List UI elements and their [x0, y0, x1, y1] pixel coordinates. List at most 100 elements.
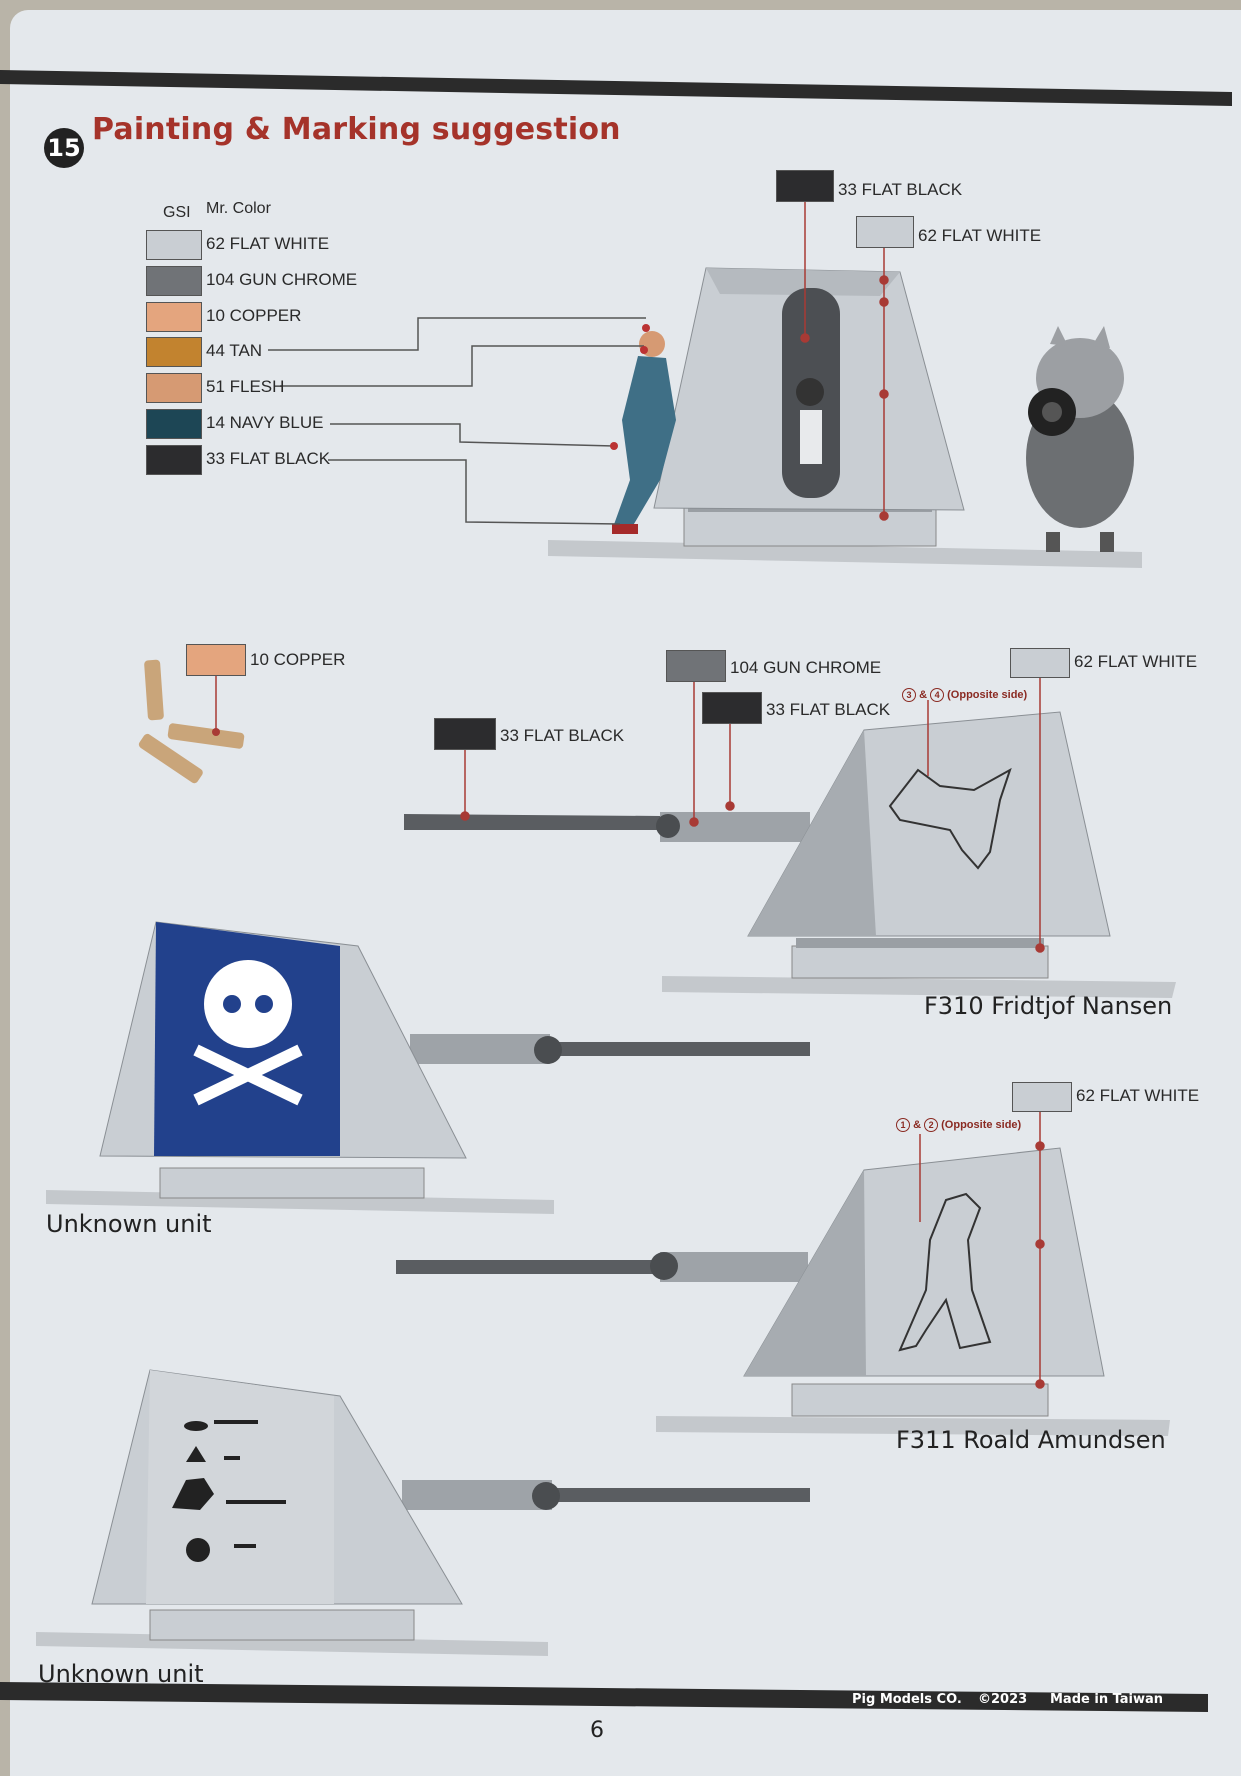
breech-wheel [796, 378, 824, 406]
unknown2-barrel [540, 1488, 810, 1502]
skull-eye-right [255, 995, 273, 1013]
nansen-base-plate [662, 976, 1176, 998]
fox-emblem [888, 767, 1012, 870]
swatch-nansen-flat-white [1010, 648, 1070, 678]
page-title: Painting & Marking suggestion [92, 112, 621, 147]
amundsen-decal-note: 1 & 2 (Opposite side) [896, 1118, 1021, 1132]
copper-callout-dot [212, 728, 220, 736]
unknown2-base-ring [149, 1609, 415, 1641]
legend-header-gsi: GSI [163, 204, 191, 221]
shell-casing-2 [167, 723, 245, 749]
callout-barrel-flat-black: 33 FLAT BLACK [500, 726, 625, 745]
unknown1-base-ring [159, 1167, 425, 1199]
caption-unknown-1: Unknown unit [46, 1210, 212, 1238]
amundsen-gun-mount [396, 1112, 1170, 1436]
decal-number-1: 1 [896, 1118, 910, 1132]
shell-casing-1 [144, 659, 164, 721]
legend-swatch [146, 230, 202, 260]
swatch-gun-chrome [666, 650, 726, 682]
sailor-shoes [612, 524, 638, 534]
callout-top-flat-black: 33 FLAT BLACK [838, 180, 963, 199]
decal-number-4: 4 [930, 688, 945, 702]
caption-unknown-2: Unknown unit [38, 1660, 204, 1688]
unknown2-muzzle-ring [532, 1482, 560, 1510]
sailor-body [612, 356, 676, 534]
mascot-leg-left [1046, 532, 1060, 552]
legend-header-mrcolor: Mr. Color [206, 200, 271, 217]
kill-marks [172, 1420, 286, 1562]
bear-emblem [898, 1192, 992, 1352]
unknown2-marking-panel [146, 1370, 334, 1604]
legend-leader-lines [268, 317, 646, 525]
swatch-top-flat-black [776, 170, 834, 202]
amundsen-callout-lines [919, 1112, 1045, 1389]
decal-number-3: 3 [902, 688, 916, 702]
swatch-amundsen-flat-white [1012, 1082, 1072, 1112]
decal-amp: & [913, 1119, 922, 1131]
nansen-base-ring [791, 945, 1049, 979]
legend-label: 14 NAVY BLUE [206, 413, 324, 432]
callout-shell-copper: 10 COPPER [250, 650, 346, 669]
decal-number-2: 2 [924, 1118, 939, 1132]
nansen-callout-lines [460, 678, 1045, 953]
mascot-leg-right [1100, 532, 1114, 552]
amundsen-muzzle-ring [650, 1252, 678, 1280]
legend-leader-dots [610, 324, 650, 450]
nansen-gun-mount [404, 678, 1176, 998]
gas-mask-filter-core [1042, 402, 1062, 422]
legend-swatch [146, 301, 202, 332]
top-callout-lines [800, 198, 889, 521]
swatch-mount-flat-black [702, 692, 762, 724]
nansen-barrel [404, 814, 660, 830]
nansen-muzzle-ring [656, 814, 680, 838]
pig-mascot [1026, 326, 1134, 552]
legend-label: 33 FLAT BLACK [206, 448, 331, 468]
unknown-unit-1-mount [46, 921, 810, 1214]
legend-swatch [146, 337, 202, 368]
legend-label: 51 FLESH [206, 377, 285, 397]
legend-swatch [146, 373, 202, 404]
legend-swatch [146, 265, 202, 296]
nansen-decal-note: 3 & 4 (Opposite side) [902, 688, 1027, 702]
decal-side-note: (Opposite side) [941, 1119, 1022, 1131]
nansen-ring-gear [796, 938, 1044, 948]
skull-emblem [204, 960, 292, 1048]
shark-fin-silhouette [186, 1446, 206, 1462]
base-plate [548, 540, 1142, 568]
legend-swatch [146, 444, 202, 475]
legend-label: 10 COPPER [206, 305, 302, 325]
turret-rear-view [548, 267, 1142, 568]
octopus-silhouette [186, 1538, 210, 1562]
footer-copyright: ©2023 [978, 1692, 1028, 1707]
base-ring [683, 505, 937, 547]
unknown1-barrel [540, 1042, 810, 1056]
footer-origin: Made in Taiwan [1050, 1692, 1164, 1707]
shell-casing-3 [138, 733, 203, 784]
caption-amundsen: F311 Roald Amundsen [896, 1426, 1166, 1454]
swatch-top-flat-white [856, 216, 914, 248]
monster-silhouette [172, 1478, 214, 1510]
bottom-rule [0, 1682, 1208, 1712]
step-number-badge: 15 [44, 128, 84, 168]
callout-mount-flat-black: 33 FLAT BLACK [766, 700, 891, 719]
skull-eye-left [223, 995, 241, 1013]
legend-label: 62 FLAT WHITE [206, 234, 330, 253]
caption-nansen: F310 Fridtjof Nansen [924, 992, 1173, 1020]
swatch-shell-copper [186, 644, 246, 676]
amundsen-base-plate [656, 1416, 1170, 1436]
unknown-unit-2-mount [36, 1369, 810, 1656]
swatch-barrel-flat-black [434, 718, 496, 750]
mascot-ear-left [1050, 326, 1068, 346]
ufo-silhouette [184, 1421, 208, 1431]
decal-side-note: (Opposite side) [947, 689, 1028, 701]
legend-swatch [146, 409, 202, 439]
legend-label: 44 TAN [206, 341, 263, 361]
top-rule [0, 70, 1232, 106]
callout-gun-chrome: 104 GUN CHROME [730, 658, 882, 677]
nansen-turret-face [748, 730, 876, 936]
amundsen-turret-face [744, 1170, 866, 1376]
amundsen-base-ring [791, 1383, 1049, 1417]
